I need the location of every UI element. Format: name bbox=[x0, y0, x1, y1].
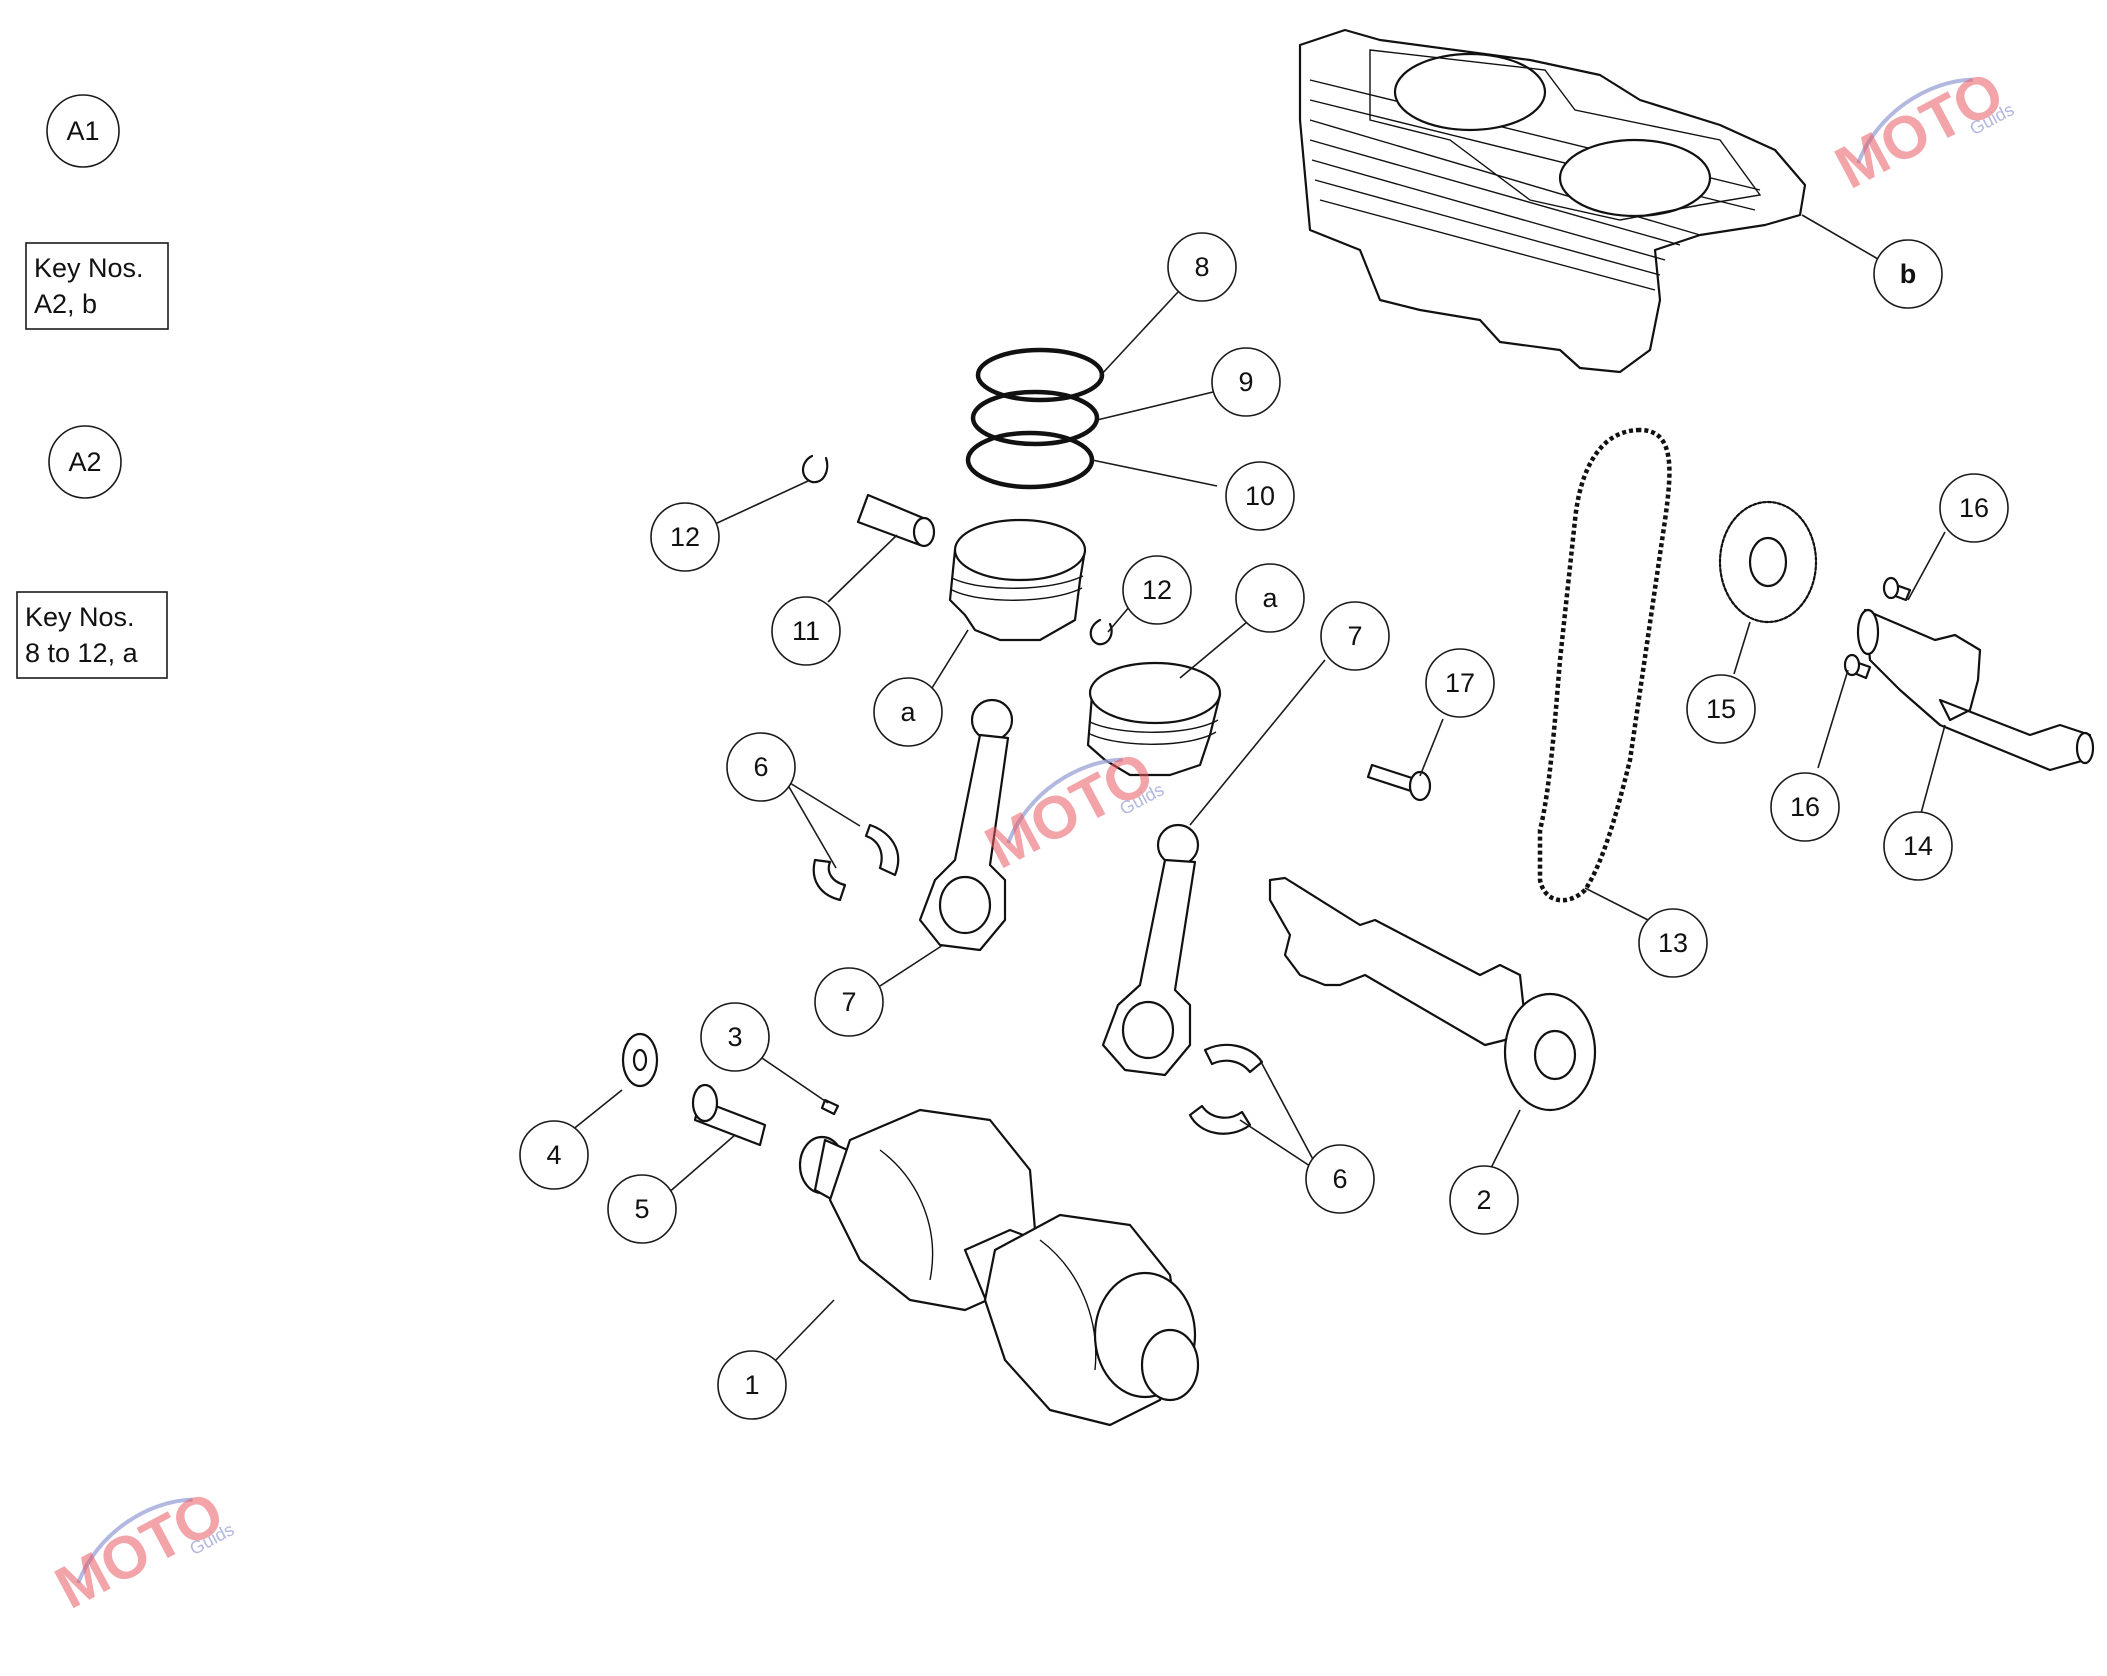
watermark-logo-bottom-left: MOTO Guids bbox=[45, 1478, 238, 1621]
circlip-upper-drawing bbox=[801, 454, 829, 484]
leader-lines bbox=[555, 214, 1946, 1364]
callout-15-label: 15 bbox=[1706, 694, 1736, 724]
callout-a-upper: a bbox=[1235, 563, 1305, 633]
callout-6-left-label: 6 bbox=[753, 752, 768, 782]
bearing-shells-upper-drawing bbox=[812, 823, 900, 902]
callout-7-left: 7 bbox=[814, 967, 884, 1037]
callout-2: 2 bbox=[1449, 1165, 1519, 1235]
circlip-lower-drawing bbox=[1089, 618, 1113, 646]
assembly-callout-a1-label: A1 bbox=[66, 116, 99, 146]
callout-1-label: 1 bbox=[744, 1370, 759, 1400]
washer-drawing bbox=[621, 1032, 659, 1088]
connecting-rod-upper-drawing bbox=[918, 698, 1014, 952]
key-box-a2-line2: 8 to 12, a bbox=[25, 638, 139, 668]
callout-13: 13 bbox=[1638, 908, 1708, 978]
callout-5-label: 5 bbox=[634, 1194, 649, 1224]
callout-a-lower: a bbox=[873, 677, 943, 747]
callout-3-label: 3 bbox=[727, 1022, 742, 1052]
callout-6-right: 6 bbox=[1305, 1144, 1375, 1214]
cam-bolt-upper-drawing bbox=[1882, 576, 1912, 602]
callout-12-upper-label: 12 bbox=[670, 522, 700, 552]
crankshaft-drawing bbox=[798, 1108, 1200, 1427]
callout-7-left-label: 7 bbox=[841, 987, 856, 1017]
assembly-callout-a2: A2 bbox=[48, 425, 122, 499]
watermark-logo-top-right: MOTO Guids bbox=[1825, 58, 2018, 201]
cam-bolt-lower-drawing bbox=[1843, 653, 1872, 680]
key-box-a2: Key Nos. 8 to 12, a bbox=[16, 591, 168, 679]
woodruff-key-drawing bbox=[820, 1098, 840, 1116]
cylinder-block-drawing bbox=[1298, 28, 1807, 374]
crank-bolt-drawing bbox=[691, 1083, 767, 1147]
callout-6-right-label: 6 bbox=[1332, 1164, 1347, 1194]
key-box-a1-line2: A2, b bbox=[34, 289, 97, 319]
piston-upper-drawing bbox=[948, 518, 1087, 642]
piston-lower-drawing bbox=[1086, 661, 1222, 777]
callout-b: b bbox=[1873, 239, 1943, 309]
bearing-shells-lower-drawing bbox=[1188, 1043, 1264, 1135]
assembly-callout-a1: A1 bbox=[46, 94, 120, 168]
cam-chain-drawing bbox=[1537, 427, 1672, 903]
callout-a-lower-label: a bbox=[900, 697, 916, 727]
camshaft-drawing bbox=[1856, 608, 2095, 772]
key-box-a1: Key Nos. A2, b bbox=[25, 242, 169, 330]
assembly-callout-a2-label: A2 bbox=[68, 447, 101, 477]
callout-2-label: 2 bbox=[1476, 1185, 1491, 1215]
callout-3: 3 bbox=[700, 1002, 770, 1072]
callout-8-label: 8 bbox=[1194, 252, 1209, 282]
callout-8: 8 bbox=[1167, 232, 1237, 302]
callout-16-upper-label: 16 bbox=[1959, 493, 1989, 523]
callout-15: 15 bbox=[1686, 674, 1756, 744]
callout-4: 4 bbox=[519, 1120, 589, 1190]
callout-1: 1 bbox=[717, 1350, 787, 1420]
callout-12-lower: 12 bbox=[1122, 555, 1192, 625]
callout-6-left: 6 bbox=[726, 732, 796, 802]
key-box-a2-line1: Key Nos. bbox=[25, 602, 135, 632]
callout-16-upper: 16 bbox=[1939, 473, 2009, 543]
callout-12-lower-label: 12 bbox=[1142, 575, 1172, 605]
connecting-rod-lower-drawing bbox=[1101, 823, 1200, 1077]
callout-4-label: 4 bbox=[546, 1140, 561, 1170]
callout-12-upper: 12 bbox=[650, 502, 720, 572]
piston-rings-drawing bbox=[965, 347, 1105, 490]
callout-5: 5 bbox=[607, 1174, 677, 1244]
callout-11: 11 bbox=[771, 596, 841, 666]
callout-14: 14 bbox=[1883, 811, 1953, 881]
key-box-a1-line1: Key Nos. bbox=[34, 253, 144, 283]
callout-a-upper-label: a bbox=[1262, 583, 1278, 613]
gudgeon-pin-drawing bbox=[856, 493, 936, 548]
callout-7-right-label: 7 bbox=[1347, 621, 1362, 651]
balancer-shaft-drawing bbox=[1268, 876, 1597, 1112]
callout-7-right: 7 bbox=[1320, 601, 1390, 671]
callout-16-lower: 16 bbox=[1770, 772, 1840, 842]
callout-17: 17 bbox=[1425, 648, 1495, 718]
callout-13-label: 13 bbox=[1658, 928, 1688, 958]
callout-14-label: 14 bbox=[1903, 831, 1933, 861]
callout-9: 9 bbox=[1211, 347, 1281, 417]
callout-17-label: 17 bbox=[1445, 668, 1475, 698]
callout-16-lower-label: 16 bbox=[1790, 792, 1820, 822]
callout-9-label: 9 bbox=[1238, 367, 1253, 397]
callout-10-label: 10 bbox=[1245, 481, 1275, 511]
bolt-17-drawing bbox=[1366, 763, 1432, 802]
cam-sprocket-drawing bbox=[1718, 500, 1818, 624]
callout-11-label: 11 bbox=[792, 616, 820, 646]
callout-10: 10 bbox=[1225, 461, 1295, 531]
callout-b-label: b bbox=[1900, 259, 1917, 289]
